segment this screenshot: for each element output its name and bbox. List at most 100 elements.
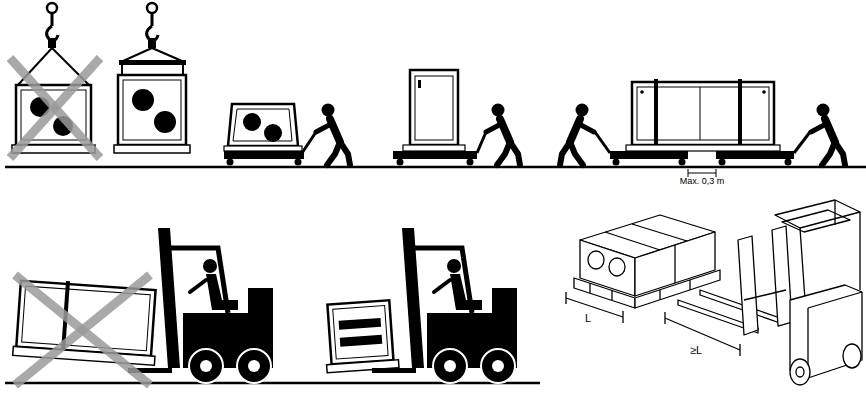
pallet-truck-unit-part [316,104,350,166]
forklift-correct-part-part [327,300,393,364]
crane-lift-correct-part [119,60,186,65]
dimension-label: L [584,312,592,324]
crane-lift-wrong-part [10,58,100,158]
two-pallet-trucks-unit-part [640,90,644,94]
two-pallet-trucks-unit-part [654,79,658,147]
two-pallet-trucks-unit-part [811,104,845,166]
crane-lift-correct-part [154,111,176,133]
forklift-fork-length-part [566,298,623,317]
two-pallet-trucks-unit-part [794,132,810,153]
ground-line-part [5,166,866,169]
pallet-truck-unit-part [295,159,302,166]
pallet-truck-cabinet-part [410,70,458,145]
pallet-truck-unit [224,104,350,166]
crane-lift-correct-part [114,145,190,153]
forklift-wrong-part [15,275,150,385]
pallet-truck-cabinet-part [486,104,520,166]
ground-line-part [5,382,540,385]
forklift-fork-length-part [689,280,690,290]
pallet-truck-cabinet-part [397,159,404,166]
forklift-fork-length-part [775,200,860,228]
pallet-truck-unit-part [228,104,298,146]
two-pallet-trucks-unit-part [626,145,780,151]
crane-lift-correct [114,3,190,153]
pallet-truck-cabinet-part [467,159,474,166]
forklift-fork-length-part [790,359,810,385]
forklift-fork-length-part [565,292,566,304]
forklift-correct-part-part [340,335,383,347]
dimension-label: Max. 0,3 m [679,177,726,187]
crane-lift-wrong-part [47,3,58,48]
dimension-label: ≥L [689,344,703,356]
two-pallet-trucks-unit-part [719,159,726,166]
forklift-fork-length-part [632,224,687,241]
forklift-correct-part-part [339,318,382,330]
forklift-fork-length-part [664,312,665,324]
forklift-wrong-part-part [13,346,155,365]
forklift-fork-length [566,200,862,385]
two-pallet-trucks-unit-part [613,159,620,166]
two-pallet-trucks-unit-part [610,151,688,159]
two-pallet-trucks-unit-part [688,173,716,174]
crane-lift-correct-part [118,75,186,145]
forklift-fork-length-part [622,311,623,323]
two-pallet-trucks-unit-part [679,159,686,166]
two-pallet-trucks-unit-part [700,87,701,140]
forklift-fork-length-part [739,344,740,356]
two-pallet-trucks-unit-part [595,132,610,153]
forklift-correct-part [322,300,399,373]
forklift-wrong-part [15,275,150,385]
pallet-truck-unit-part [224,146,302,151]
forklift-fork-length-part [772,226,792,326]
pallet-truck-unit-part [233,109,292,141]
pallet-truck-cabinet-part [403,145,465,151]
forklift-fork-length-part [674,245,675,283]
forklift-fork-length-part [659,290,660,300]
forklift-fork-length-part [808,292,862,308]
two-pallet-trucks-unit-part [560,104,594,166]
forklift-fork-length-part [611,290,612,300]
pallet-truck-unit-part [227,159,234,166]
forklift-correct-part [372,228,517,383]
forklift-correct [322,228,517,383]
forklift-wrong-part [128,228,273,383]
forklift-fork-length-part [859,212,860,290]
pallet-truck-cabinet [393,70,520,166]
pallet-truck-unit-part [264,124,282,142]
two-pallet-trucks-unit-part [762,90,766,94]
pallet-truck-cabinet-part [418,80,421,88]
crane-lift-wrong [10,3,100,158]
pallet-truck-cabinet-part [415,76,453,140]
forklift-fork-length-part [589,283,590,293]
crane-lift-wrong-part [10,58,100,158]
forklift-fork-length-part [609,258,625,276]
crane-lift-correct-part [132,89,154,111]
crane-lift-correct-part [147,3,158,48]
forklift-fork-length-part [782,210,850,232]
ground-line [5,167,866,383]
forklift-fork-length-part [843,344,861,368]
forklift-fork-length-part [744,290,786,300]
forklift-fork-length-part [796,367,804,377]
crane-lift-correct-part [152,48,182,61]
forklift-fork-length-part [588,251,604,269]
two-pallet-trucks-unit-part [738,79,742,147]
two-pallet-trucks-unit-part [632,82,774,145]
pallet-truck-unit-part [224,151,304,159]
forklift-wrong [13,228,273,385]
crane-lift-correct-part [123,80,181,140]
pallet-truck-cabinet-part [393,151,477,159]
two-pallet-trucks-unit-part [785,159,792,166]
forklift-correct-part-part [333,306,388,360]
forklift-fork-length-part [605,232,660,250]
crane-lift-correct-part [123,48,152,61]
two-pallet-trucks-unit-part [716,151,794,159]
pallet-truck-unit-part [302,132,316,153]
pallet-truck-unit-part [243,113,261,131]
two-pallet-trucks-unit [560,79,845,177]
pallet-truck-cabinet-part [477,132,486,153]
forklift-fork-length-part [800,228,805,300]
forklift-fork-length-part [738,236,758,335]
